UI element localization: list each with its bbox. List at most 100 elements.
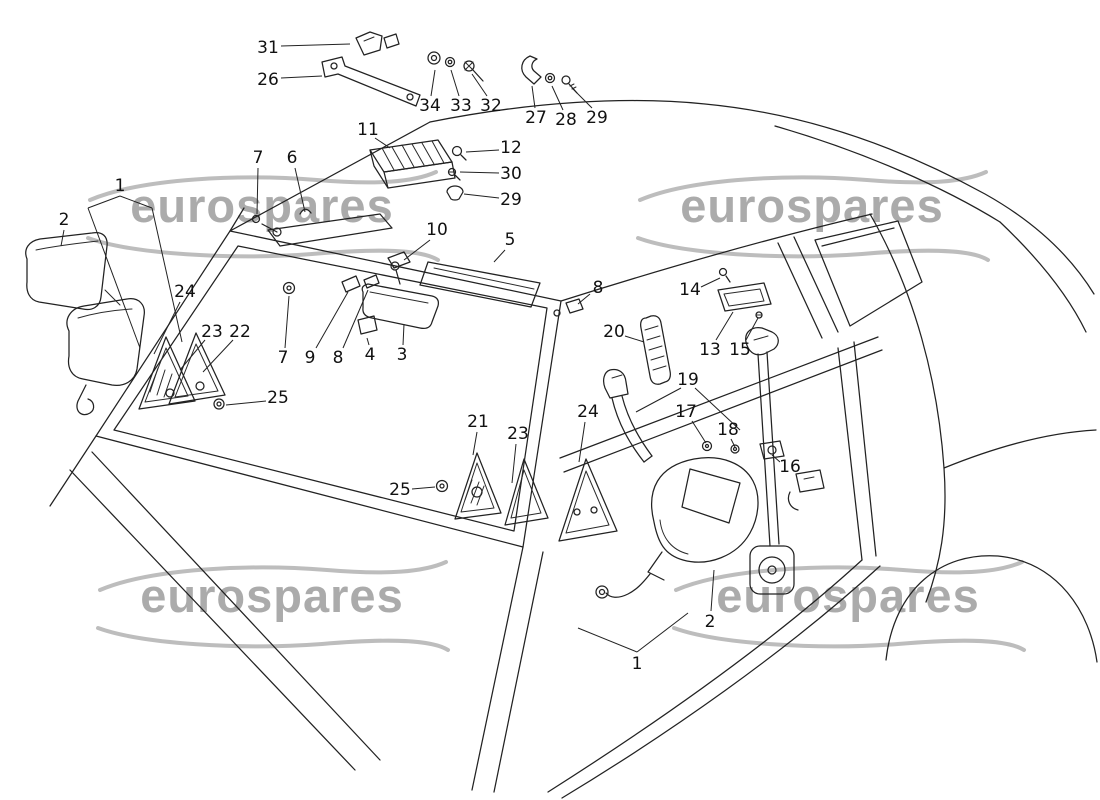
rear-wheel-arch (885, 555, 1098, 663)
screw-part-32 (463, 60, 484, 82)
callout-label-16: 16 (779, 457, 801, 477)
callout-label-18: 18 (717, 420, 739, 440)
grommet-part-25-right (435, 479, 449, 493)
callout-leader-24 (578, 421, 586, 463)
callout-label-32: 32 (480, 96, 502, 116)
callout-leader-29 (571, 87, 593, 109)
roof-left-edge (229, 121, 431, 232)
callout-leader-11 (374, 137, 391, 149)
callout-leader-23 (511, 443, 517, 484)
watermark-text: eurospares (130, 179, 393, 232)
watermark-swoosh-top (88, 170, 438, 202)
bolt-part-17 (701, 440, 713, 452)
callout-label-11: 11 (357, 120, 379, 140)
door-front-edge (471, 546, 524, 791)
triangle-glass-24-right (558, 458, 618, 542)
callout-leader-33 (450, 69, 460, 97)
washer-part-28 (544, 72, 556, 84)
callout-leader-1 (87, 207, 141, 349)
callout-label-27: 27 (525, 108, 547, 128)
rocker-1 (547, 559, 863, 793)
watermark: eurospares (96, 560, 450, 652)
watermark-swoosh-bottom (86, 236, 440, 262)
callout-label-34: 34 (419, 96, 441, 116)
callout-leader-7 (256, 167, 259, 215)
rocker-2 (561, 565, 881, 799)
drip-rail (560, 213, 873, 302)
mirror-bracket-part-8 (363, 274, 380, 289)
parts-line-art (25, 31, 825, 599)
callout-label-31: 31 (257, 38, 279, 58)
callout-label-22: 22 (229, 322, 251, 342)
callout-label-20: 20 (603, 322, 625, 342)
callout-leader-20 (624, 335, 645, 343)
b-pillar-1 (777, 242, 823, 339)
callout-label-5: 5 (505, 230, 516, 250)
nut-part-7 (282, 281, 296, 295)
callout-leader-9 (315, 291, 349, 349)
door-rear-edge-1 (837, 347, 863, 561)
callout-label-13: 13 (699, 340, 721, 360)
callout-leader-18 (730, 438, 736, 448)
callout-leader-3 (402, 323, 405, 346)
callout-leader-30 (459, 171, 500, 174)
callout-label-26: 26 (257, 70, 279, 90)
hook-part-27 (521, 55, 542, 85)
callout-leader-26 (280, 75, 323, 79)
callout-label-19: 19 (677, 370, 699, 390)
beltline-1 (559, 336, 879, 459)
callout-leader-29 (463, 193, 500, 199)
belt-buckle-lower (787, 469, 825, 511)
callout-leader-24 (153, 301, 181, 355)
control-unit-part-11 (369, 139, 456, 189)
triangle-gasket-23-left (168, 332, 226, 405)
callout-leader-2 (60, 229, 65, 247)
callout-leader-25 (225, 400, 267, 406)
callout-leader-7 (284, 295, 290, 349)
callout-leader-14 (700, 277, 721, 288)
callout-leader-2 (710, 569, 715, 612)
callout-label-29: 29 (586, 108, 608, 128)
grommet-part-29 (446, 185, 464, 201)
callout-label-28: 28 (555, 110, 577, 130)
callout-leader-34 (430, 69, 436, 97)
car-body-line-art (49, 99, 1098, 799)
callout-label-25: 25 (389, 480, 411, 500)
cowl-line-2 (69, 469, 356, 771)
callout-leader-8 (342, 289, 369, 349)
callout-label-24: 24 (577, 402, 599, 422)
windshield-inner (113, 245, 548, 532)
roofline (429, 99, 1095, 295)
belt-anchor-part-16 (759, 440, 785, 460)
callout-label-1: 1 (632, 654, 643, 674)
screw-part-14 (718, 267, 731, 283)
callout-leader-19 (694, 387, 741, 431)
washer-part-34 (427, 51, 441, 65)
callout-label-1: 1 (115, 176, 126, 196)
sun-visor-left (251, 208, 393, 247)
watermark-swoosh-top (98, 560, 448, 592)
callout-label-7: 7 (278, 348, 289, 368)
beltline-2 (563, 349, 883, 473)
callout-leader-28 (551, 85, 564, 111)
callout-label-14: 14 (679, 280, 701, 300)
callout-label-30: 30 (500, 164, 522, 184)
clip-part-31 (355, 31, 400, 56)
callout-label-24: 24 (174, 282, 196, 302)
a-pillar-clip-part-8 (553, 298, 584, 317)
watermark-swoosh-bottom (96, 626, 450, 652)
callout-label-15: 15 (729, 340, 751, 360)
quarter-window-inner (821, 227, 895, 247)
grommet-part-25-left (213, 398, 225, 410)
door-mirror-right (595, 457, 759, 599)
callout-leader-12 (465, 149, 500, 153)
callout-leader-1 (577, 627, 638, 653)
mirror-glass-left-part-2 (25, 231, 108, 311)
belt-upper-anchor (745, 326, 779, 356)
cowl-line-1 (49, 435, 97, 507)
switch-part-12 (451, 145, 467, 161)
